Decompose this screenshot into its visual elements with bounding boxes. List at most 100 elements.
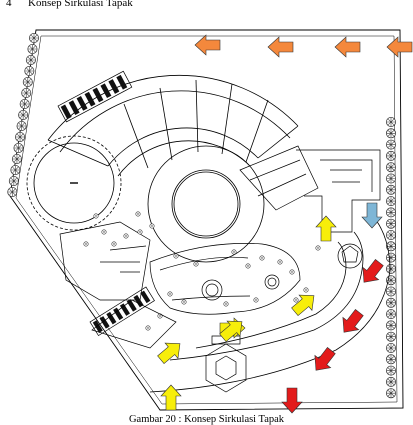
orange-arrow-1 <box>194 34 221 56</box>
tree-icon <box>385 320 397 331</box>
tree-icon <box>19 99 30 109</box>
tree-icon <box>385 139 397 150</box>
building-right <box>239 145 381 233</box>
parking-bay <box>76 96 88 111</box>
tree-icon <box>13 142 24 154</box>
yellow-arrow-6 <box>315 215 337 242</box>
shrub-icon <box>245 263 251 269</box>
tree-icon <box>21 88 32 98</box>
parking-strip-top <box>57 70 133 123</box>
parking-bay <box>108 79 120 94</box>
red-arrow-3 <box>314 347 336 371</box>
tree-icon <box>22 77 33 87</box>
shrub-icon <box>135 211 141 217</box>
shrub-icon <box>259 255 265 261</box>
entry-ramp <box>91 299 177 349</box>
shrub-icon <box>181 299 187 305</box>
section-title: Konsep Sirkulasi Tapak <box>28 0 133 9</box>
central-plaza <box>147 145 265 263</box>
shrub-icon <box>111 241 117 247</box>
shrub-icon <box>145 325 151 331</box>
shrub-icon <box>137 229 143 235</box>
tree-icon <box>385 184 397 195</box>
tree-icon <box>11 153 22 165</box>
access-road <box>149 219 391 393</box>
tree-icon <box>385 376 397 387</box>
figure-caption: Gambar 20 : Konsep Sirkulasi Tapak <box>128 414 285 425</box>
tree-icon <box>385 229 397 241</box>
parking-bay <box>60 104 72 120</box>
tree-icon <box>385 218 397 229</box>
circulation-arrows <box>157 34 413 414</box>
yellow-arrow-1 <box>160 384 182 411</box>
tree-icon <box>385 252 397 263</box>
tree-row-left <box>7 33 39 198</box>
tree-icon <box>385 150 397 161</box>
tree-icon <box>385 342 397 354</box>
shrub-icon <box>293 297 299 303</box>
shrub-icon <box>289 269 295 275</box>
orange-arrow-2 <box>267 36 294 58</box>
parking-bay <box>140 290 151 304</box>
shrub-icon <box>123 233 129 239</box>
parking-bay <box>119 303 130 316</box>
tree-row-right <box>385 117 397 399</box>
tree-icon <box>385 309 397 320</box>
shrub-icon <box>315 245 321 251</box>
tree-icon <box>385 128 397 139</box>
red-arrow-4 <box>281 387 303 414</box>
parking-bay <box>68 100 80 115</box>
garden-area <box>149 243 301 315</box>
parking-bay <box>84 91 96 107</box>
tree-icon <box>28 33 39 43</box>
site-boundary <box>9 29 404 411</box>
shrub-icon <box>93 213 99 219</box>
yellow-arrow-4 <box>219 320 243 342</box>
tree-icon <box>385 286 397 297</box>
parking-bay <box>113 307 124 321</box>
shrub-icon <box>223 301 229 307</box>
round-building-left <box>26 135 122 231</box>
tree-icon <box>385 297 397 308</box>
shrub-icon <box>173 253 179 259</box>
shrub-icon <box>149 223 155 229</box>
orange-arrow-4 <box>386 36 413 58</box>
shrub-icon <box>303 287 309 293</box>
tree-icon <box>385 117 397 127</box>
tree-icon <box>385 388 397 399</box>
shrub-icon <box>101 229 107 235</box>
parking-bay <box>106 311 117 325</box>
shrub-icon <box>253 297 259 303</box>
parking-bay <box>99 316 110 329</box>
parking-bay <box>126 299 137 312</box>
tree-icon <box>15 131 26 143</box>
shrub-icon <box>193 261 199 267</box>
shrub-icon <box>277 259 283 265</box>
tree-icon <box>385 365 397 376</box>
tree-icon <box>18 110 29 120</box>
tree-icon <box>8 175 19 187</box>
garden-shrubs <box>83 211 329 331</box>
orange-arrow-3 <box>334 36 361 58</box>
tree-icon <box>385 173 397 184</box>
yellow-arrow-2 <box>157 342 181 364</box>
shrub-icon <box>83 241 89 247</box>
tree-icon <box>385 207 397 218</box>
section-heading: 4 Konsep Sirkulasi Tapak <box>6 0 133 9</box>
tree-icon <box>16 121 27 132</box>
tree-icon <box>25 55 36 65</box>
parking-bay <box>92 87 104 103</box>
parking-bay <box>92 320 103 333</box>
red-arrow-1 <box>362 259 384 283</box>
tree-icon <box>385 162 397 173</box>
section-number: 4 <box>6 0 12 9</box>
tree-icon <box>385 263 397 274</box>
fan-building <box>47 74 299 177</box>
parking-bay <box>100 83 112 99</box>
tree-icon <box>385 331 397 342</box>
tree-icon <box>385 196 397 207</box>
tree-icon <box>24 66 35 76</box>
parking-bay <box>116 74 128 90</box>
shrub-icon <box>231 249 237 255</box>
